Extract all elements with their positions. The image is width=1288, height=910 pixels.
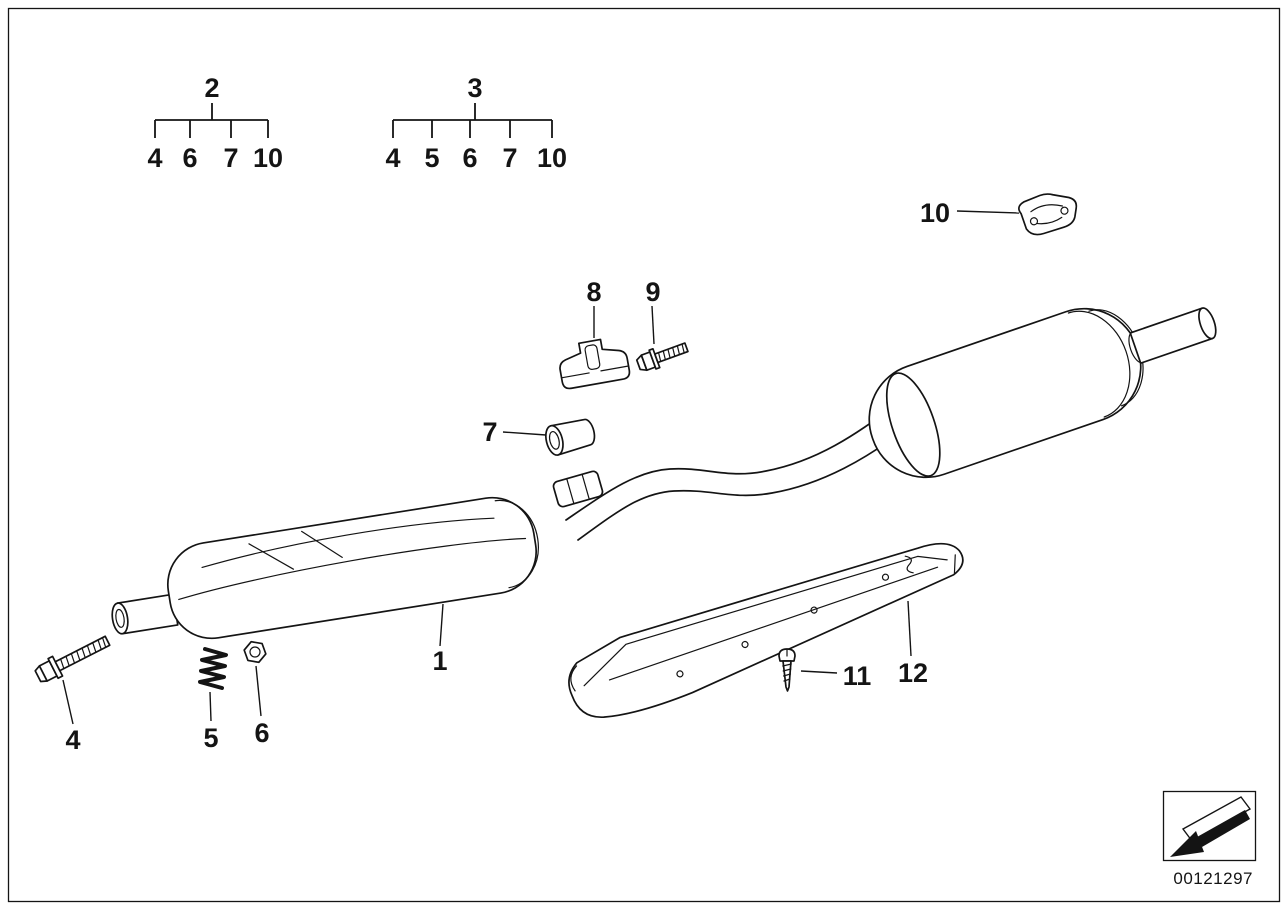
page-border — [7, 7, 1281, 903]
leader-6 — [255, 665, 262, 717]
clamp-bracket-part8 — [559, 338, 631, 390]
callout-group-2: 2 4 6 7 10 — [147, 73, 283, 173]
callout-4: 4 — [65, 725, 80, 755]
exhaust-pipe — [565, 406, 904, 541]
callout-group-2-bracket — [154, 103, 269, 138]
leader-11 — [800, 670, 838, 674]
callout-group-3-label: 3 — [467, 73, 482, 103]
gasket-part10 — [1018, 193, 1078, 236]
direction-icon-border — [1162, 790, 1257, 862]
callout-group-2-item-7: 7 — [223, 143, 238, 173]
callout-6: 6 — [254, 718, 269, 748]
front-muffler — [111, 496, 539, 640]
leader-1 — [439, 603, 444, 647]
callout-8: 8 — [586, 277, 601, 307]
callout-group-2-item-10: 10 — [253, 143, 283, 173]
callout-9: 9 — [645, 277, 660, 307]
screw-part11 — [778, 648, 796, 692]
heat-shield — [568, 542, 964, 718]
callout-group-3: 3 4 5 6 7 10 — [385, 73, 567, 173]
callout-7: 7 — [482, 417, 497, 447]
small-bolt-part9 — [635, 342, 689, 372]
callout-1: 1 — [432, 646, 447, 676]
leader-4 — [62, 679, 74, 725]
callout-10: 10 — [920, 198, 950, 228]
leader-lines — [62, 210, 1020, 725]
callout-group-2-label: 2 — [204, 73, 219, 103]
leader-10 — [956, 210, 1020, 214]
leader-9 — [651, 305, 655, 345]
part-number: 00121297 — [1173, 869, 1253, 888]
callout-group-3-bracket — [392, 103, 553, 138]
direction-arrow-icon — [1170, 796, 1252, 857]
rear-muffler — [868, 307, 1217, 479]
spring-part5 — [198, 647, 228, 690]
callout-group-2-item-6: 6 — [182, 143, 197, 173]
callout-group-3-item-6: 6 — [462, 143, 477, 173]
nut-part6 — [243, 640, 267, 664]
callout-11: 11 — [843, 661, 872, 691]
callout-group-3-item-10: 10 — [537, 143, 567, 173]
callout-group-3-item-5: 5 — [424, 143, 439, 173]
callout-group-3-item-4: 4 — [385, 143, 400, 173]
leader-7 — [502, 431, 547, 436]
direction-icon-box — [1162, 790, 1257, 862]
callout-5: 5 — [203, 723, 218, 753]
bushing-part7 — [544, 418, 596, 456]
callout-group-3-item-7: 7 — [502, 143, 517, 173]
callout-group-2-item-4: 4 — [147, 143, 162, 173]
callout-12: 12 — [898, 658, 928, 688]
leader-12 — [907, 600, 912, 657]
leader-5 — [209, 691, 212, 722]
pipe-hanger-bracket — [552, 470, 604, 508]
bolt-part4 — [34, 635, 111, 683]
